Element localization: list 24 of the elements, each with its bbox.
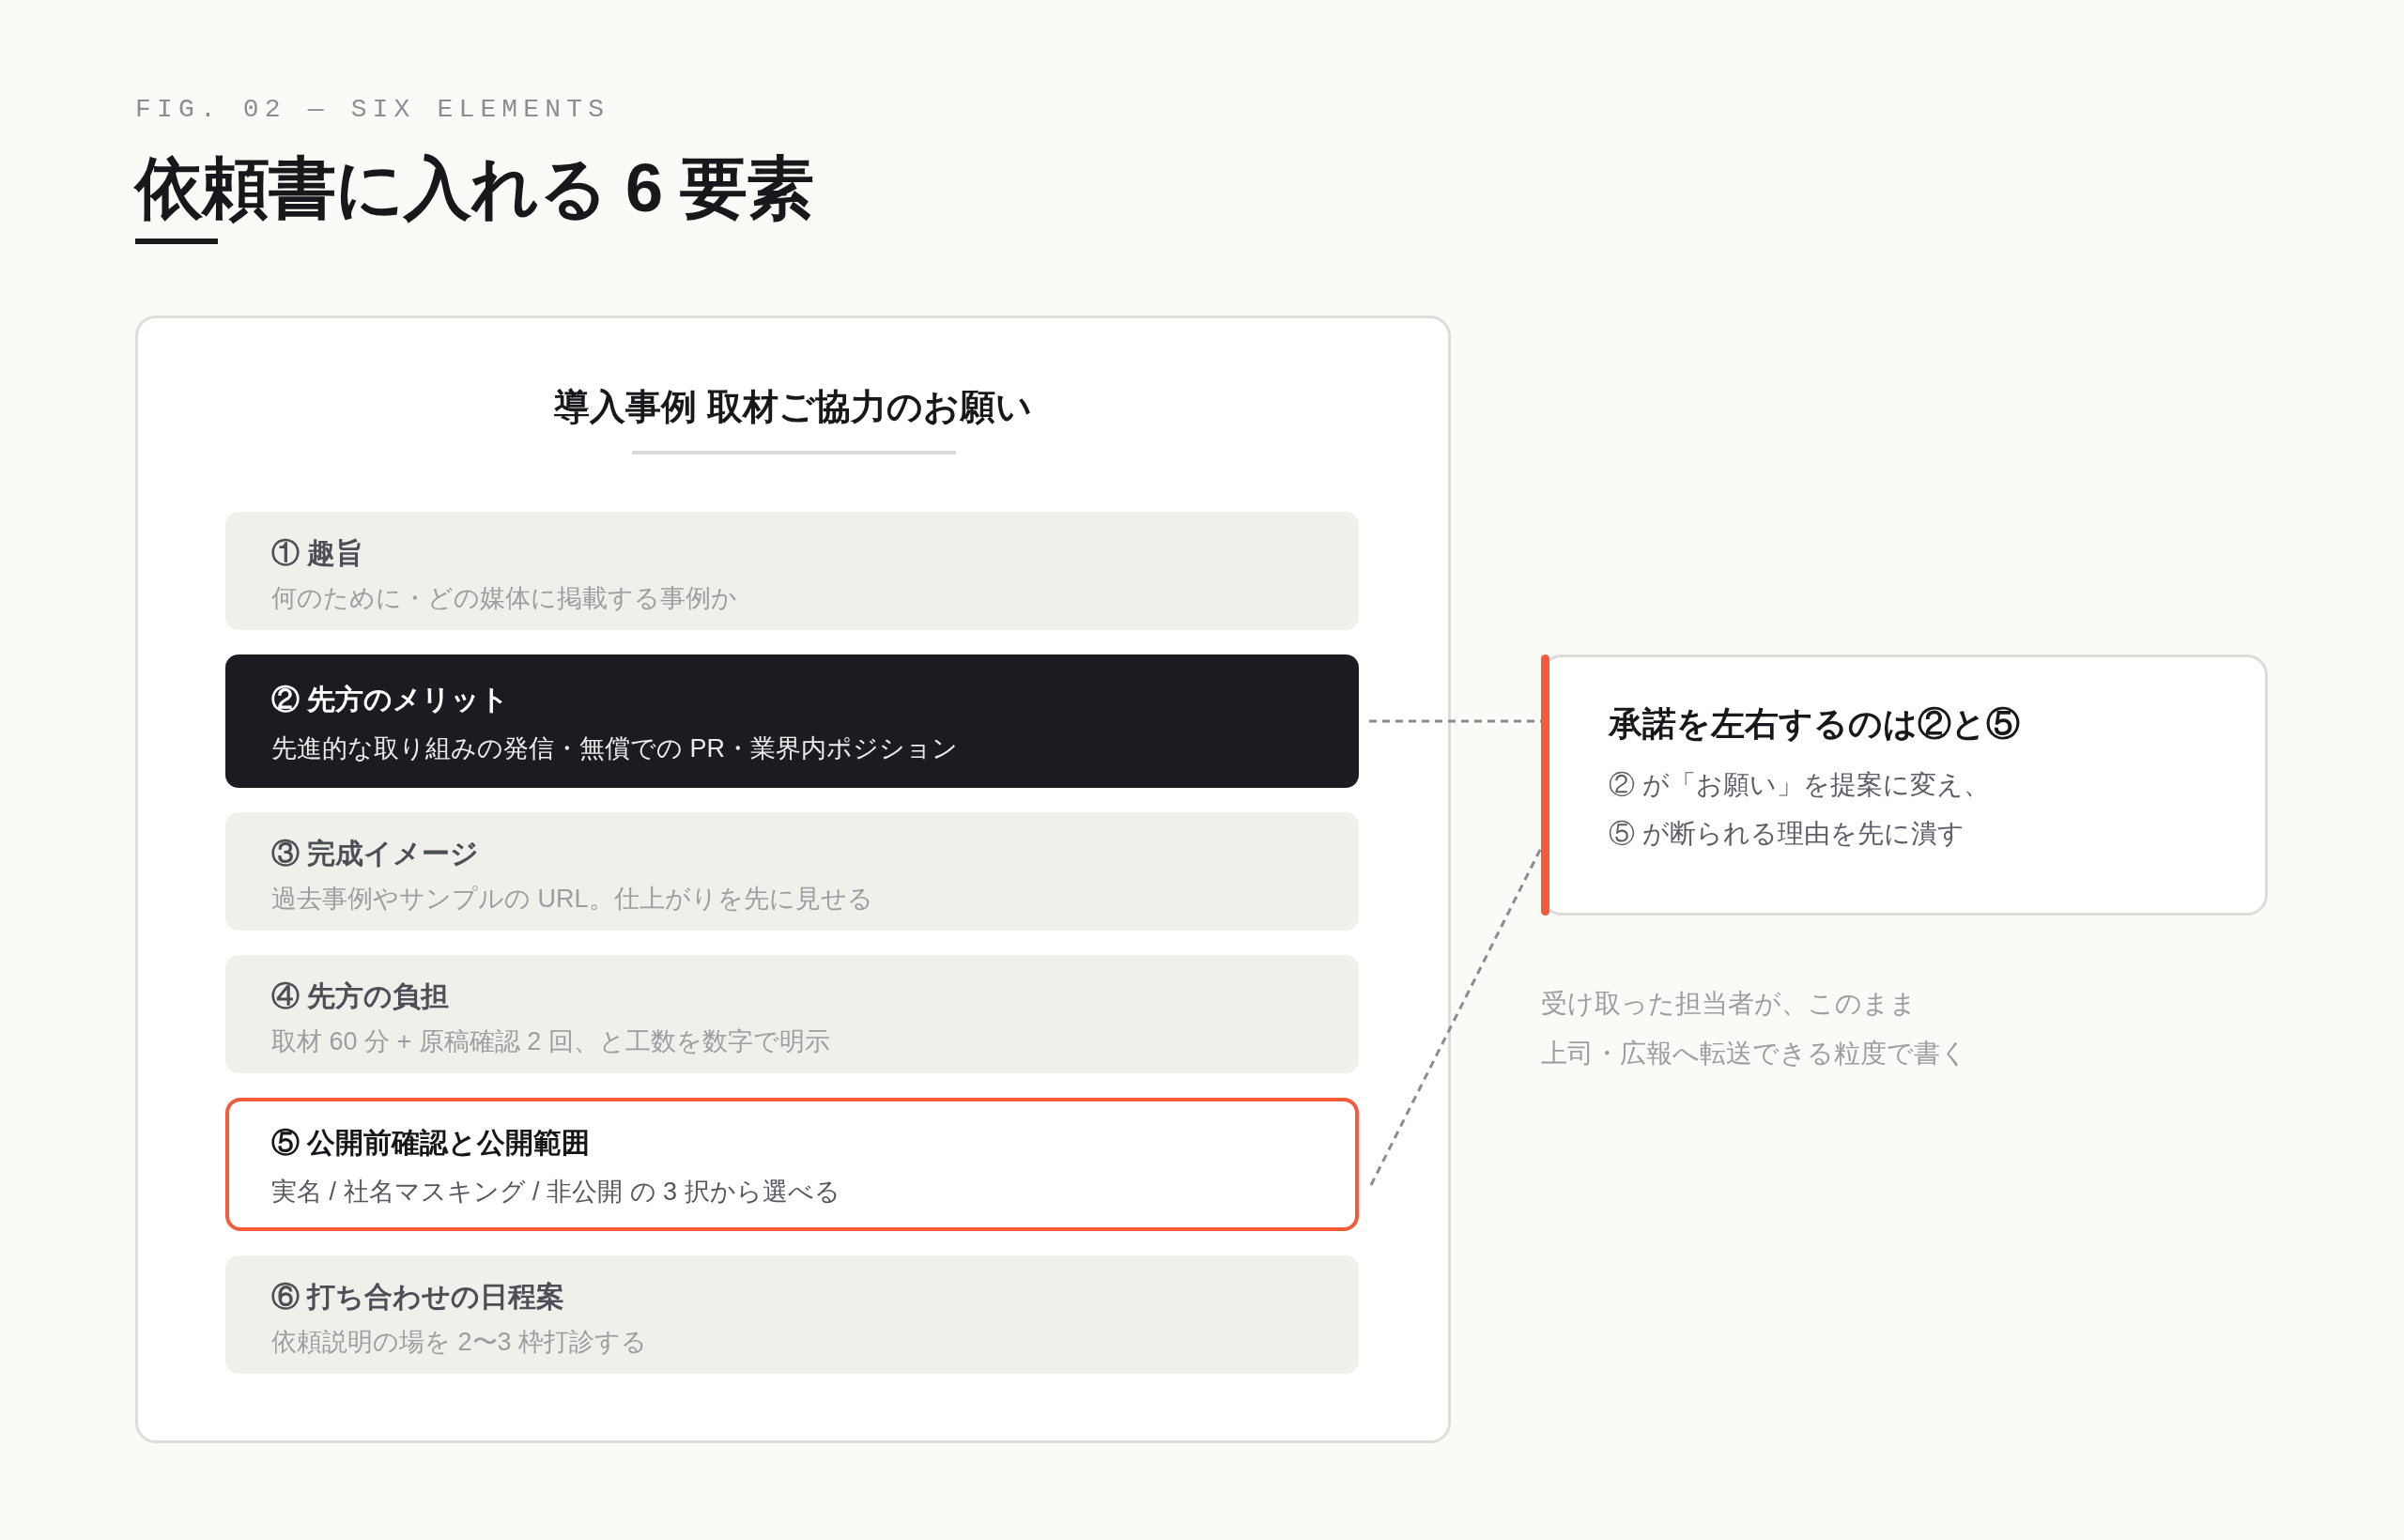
item-box [225,1098,1359,1231]
item-heading: ③ 完成イメージ [271,837,480,870]
callout-text: ② が「お願い」を提案に変え、⑤ が断られる理由を先に潰す [1609,769,1990,850]
item-box [225,654,1359,788]
item-heading: ⑤ 公開前確認と公開範囲 [271,1126,591,1160]
document-card [135,316,1451,1443]
note-text: 受け取った担当者が、このまま上司・広報へ転送できる粒度で書く [1541,988,1967,1070]
item-heading: ② 先方のメリット [271,683,510,716]
item-heading: ④ 先方の負担 [271,979,450,1013]
connector-line [1369,847,1543,1186]
item-description: 過去事例やサンプルの URL。仕上がりを先に見せる [271,884,873,915]
item-description: 依頼説明の場を 2〜3 枠打診する [271,1327,648,1358]
connector-line [1369,719,1541,723]
item-description: 実名 / 社名マスキング / 非公開 の 3 択から選べる [271,1177,840,1208]
item-description: 何のために・どの媒体に掲載する事例か [271,583,737,614]
item-heading: ① 趣旨 [271,536,364,570]
item-description: 取材 60 分 + 原稿確認 2 回、と工数を数字で明示 [271,1026,830,1057]
callout-box [1541,654,2268,916]
page-title: 依頼書に入れる 6 要素 [135,150,814,225]
item-heading: ⑥ 打ち合わせの日程案 [271,1280,565,1314]
item-description: 先進的な取り組みの発信・無償での PR・業界内ポジション [271,733,958,764]
card-title: 導入事例 取材ご協力のお願い [554,386,1032,428]
figure-label: FIG. 02 — SIX ELEMENTS [135,94,610,126]
callout-heading: 承諾を左右するのは②と⑤ [1609,703,2020,745]
